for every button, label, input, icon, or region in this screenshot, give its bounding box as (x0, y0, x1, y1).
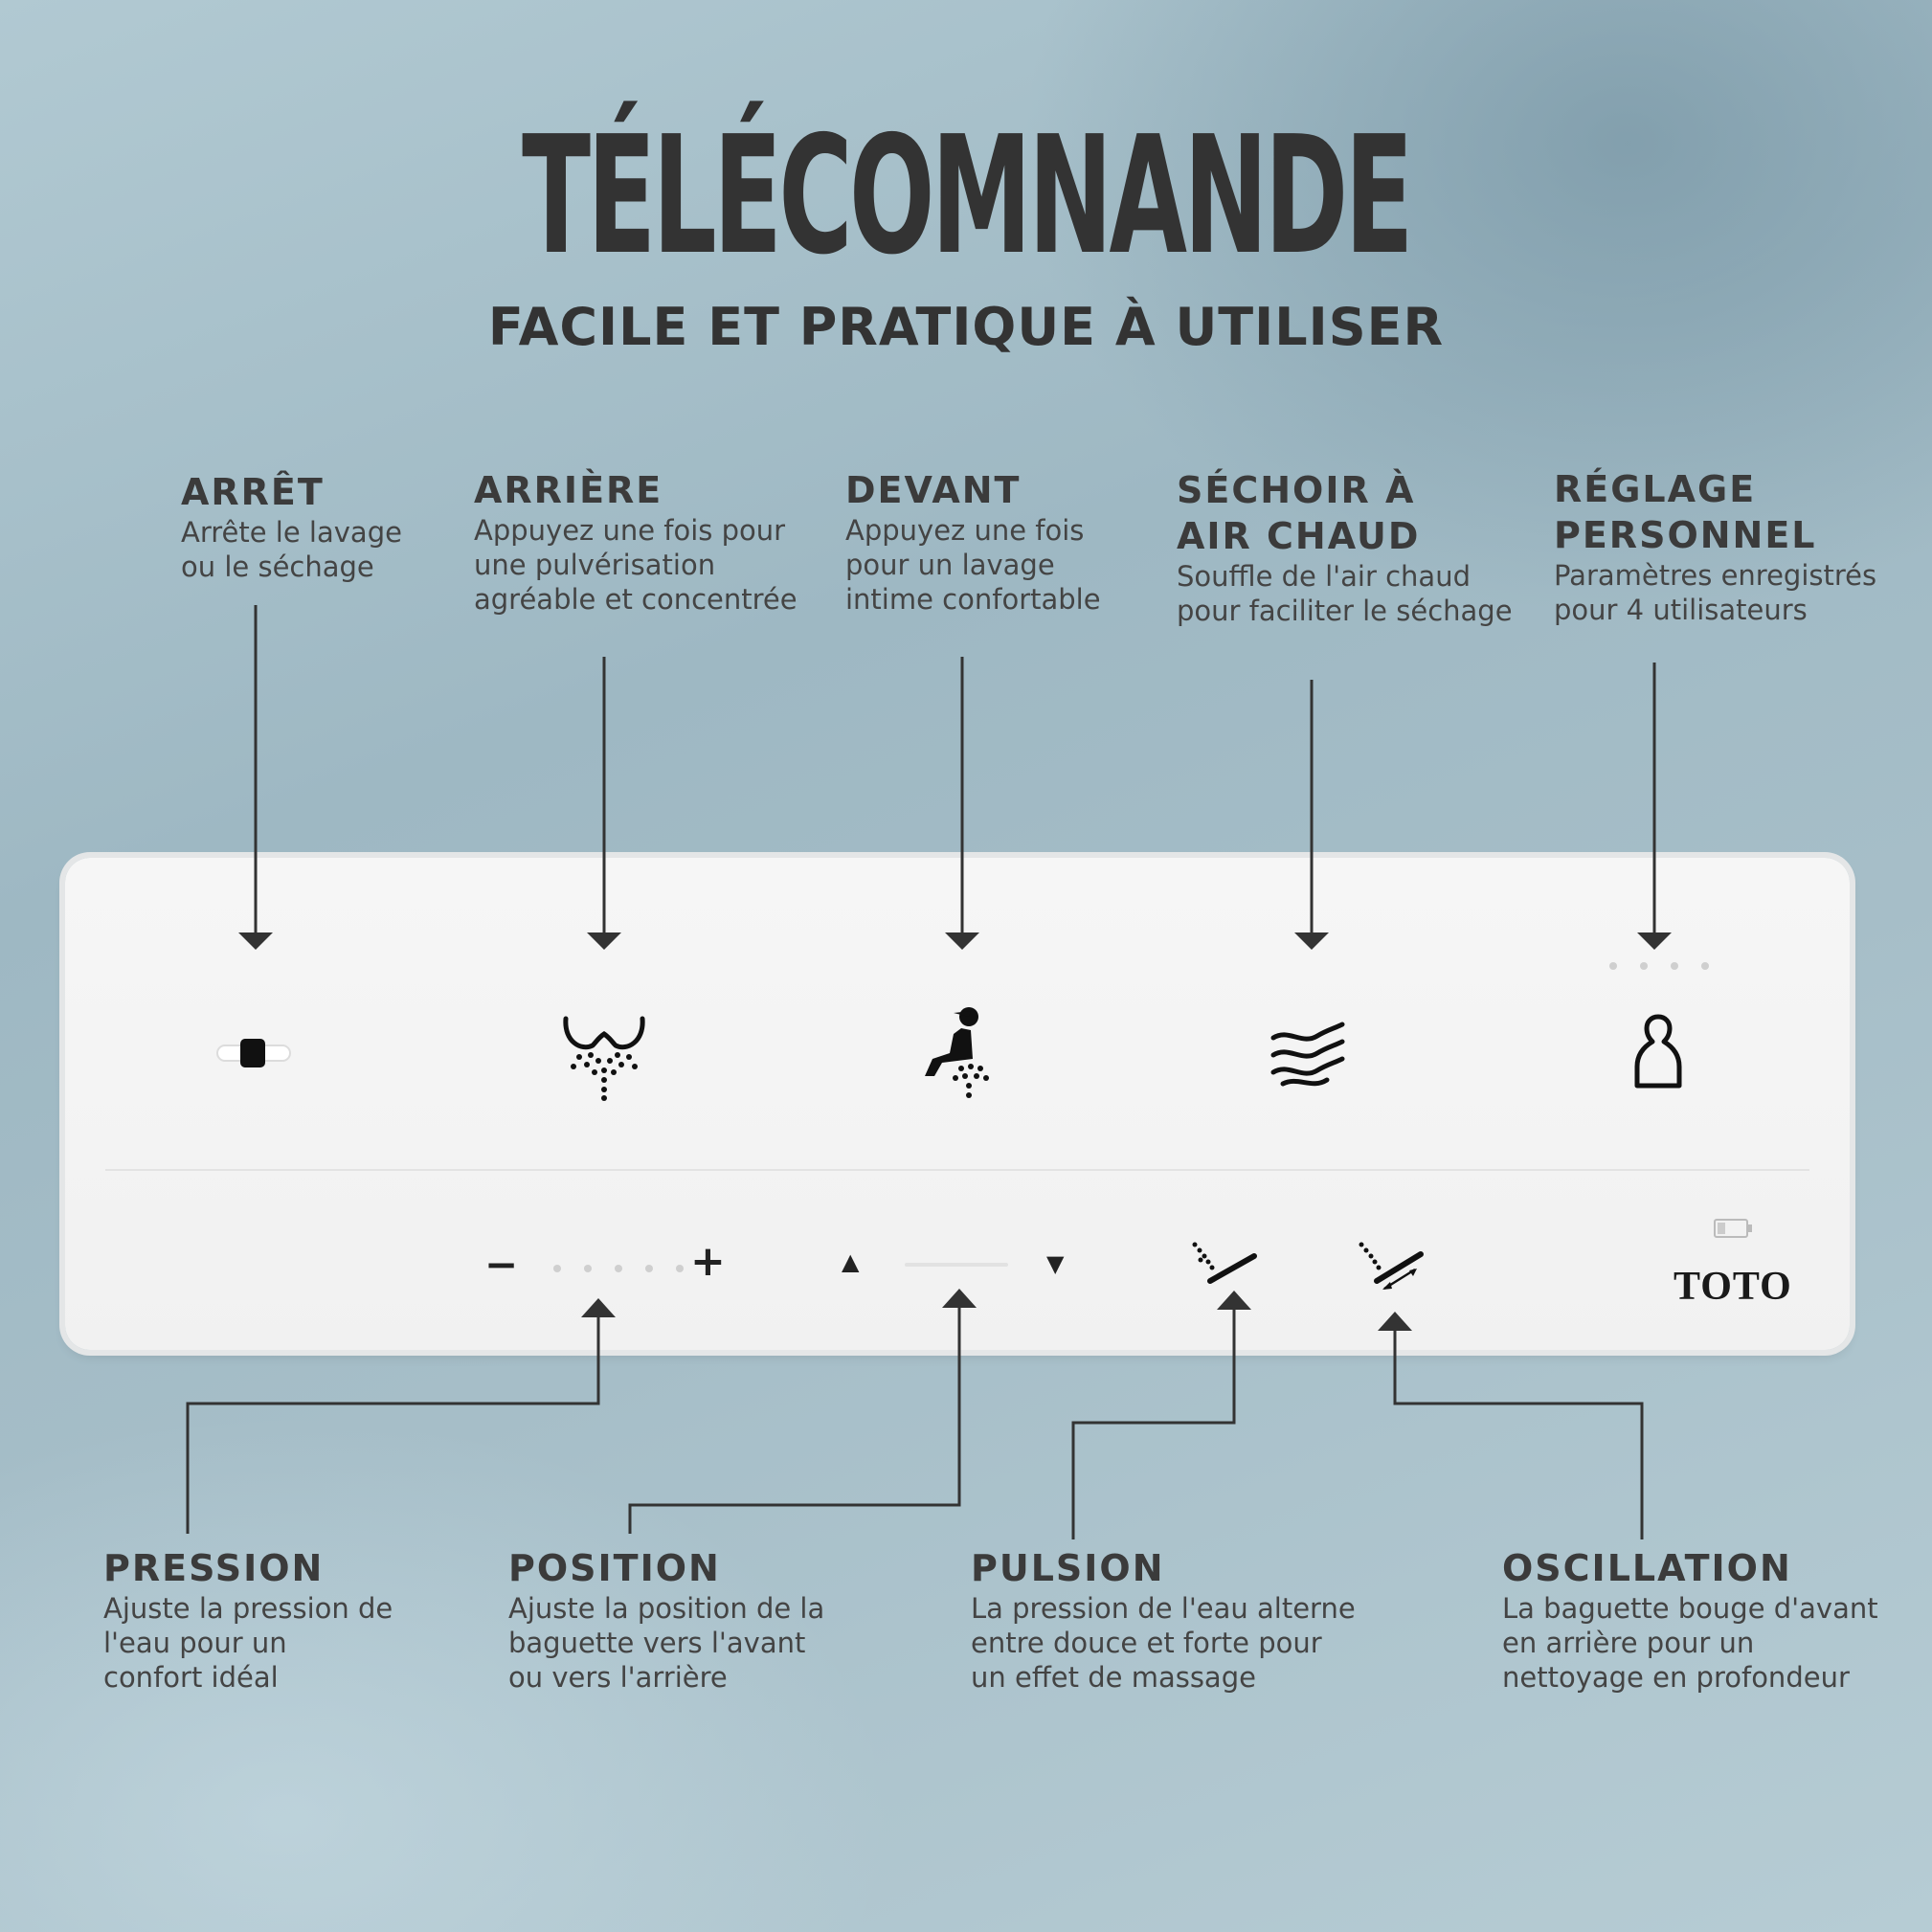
label-stop: ARRÊT Arrête le lavage ou le séchage (181, 469, 402, 584)
user-icon[interactable] (1633, 1013, 1683, 1090)
label-dryer-title: SÉCHOIR À AIR CHAUD (1177, 469, 1421, 557)
pressure-level-dots (553, 1260, 707, 1277)
position-level-bar (905, 1263, 1008, 1267)
oscillate-icon[interactable] (1358, 1241, 1427, 1291)
label-oscillate-desc: La baguette bouge d'avant en arrière pou… (1502, 1592, 1878, 1694)
remote-divider (105, 1169, 1809, 1171)
label-position-desc: Ajuste la position de la baguette vers l… (508, 1592, 825, 1694)
pulsate-icon[interactable] (1191, 1241, 1258, 1285)
label-position: POSITION Ajuste la position de la baguet… (508, 1545, 824, 1695)
battery-icon (1714, 1219, 1752, 1238)
page-title: TÉLÉCOMNANDE (522, 101, 1413, 291)
label-stop-title: ARRÊT (181, 471, 325, 513)
page-subtitle: FACILE ET PRATIQUE À UTILISER (487, 297, 1445, 357)
position-forward-button[interactable]: ▲ (842, 1248, 860, 1275)
label-user: RÉGLAGE PERSONNEL Paramètres enregistrés… (1554, 466, 1876, 627)
label-rear-title: ARRIÈRE (474, 469, 663, 511)
label-front-title: DEVANT (845, 469, 1022, 511)
dryer-icon[interactable] (1269, 1021, 1346, 1088)
label-oscillate: OSCILLATION La baguette bouge d'avant en… (1502, 1545, 1878, 1695)
pressure-plus-button[interactable]: + (690, 1237, 726, 1286)
rear-wash-icon[interactable] (558, 1013, 650, 1101)
pressure-minus-button[interactable]: − (484, 1241, 519, 1288)
label-oscillate-title: OSCILLATION (1502, 1547, 1792, 1589)
label-dryer: SÉCHOIR À AIR CHAUD Souffle de l'air cha… (1177, 467, 1513, 628)
label-pressure: PRESSION Ajuste la pression de l'eau pou… (103, 1545, 393, 1695)
position-backward-button[interactable]: ▼ (1046, 1250, 1065, 1277)
label-pulsate: PULSION La pression de l'eau alterne ent… (971, 1545, 1356, 1695)
brand-logo: TOTO (1674, 1265, 1792, 1309)
label-dryer-desc: Souffle de l'air chaud pour faciliter le… (1177, 560, 1513, 627)
label-pressure-title: PRESSION (103, 1547, 325, 1589)
label-front: DEVANT Appuyez une fois pour un lavage i… (845, 467, 1101, 617)
front-wash-icon[interactable] (921, 1005, 994, 1101)
user-indicator-dots (1609, 957, 1732, 975)
label-pulsate-desc: La pression de l'eau alterne entre douce… (971, 1592, 1356, 1694)
label-rear-desc: Appuyez une fois pour une pulvérisation … (474, 514, 798, 616)
label-front-desc: Appuyez une fois pour un lavage intime c… (845, 514, 1101, 616)
label-user-desc: Paramètres enregistrés pour 4 utilisateu… (1554, 559, 1877, 626)
label-rear: ARRIÈRE Appuyez une fois pour une pulvér… (474, 467, 798, 617)
label-pressure-desc: Ajuste la pression de l'eau pour un conf… (103, 1592, 393, 1694)
label-pulsate-title: PULSION (971, 1547, 1165, 1589)
label-user-title: RÉGLAGE PERSONNEL (1554, 468, 1817, 556)
label-position-title: POSITION (508, 1547, 721, 1589)
stop-icon[interactable] (215, 1034, 292, 1072)
label-stop-desc: Arrête le lavage ou le séchage (181, 516, 402, 583)
